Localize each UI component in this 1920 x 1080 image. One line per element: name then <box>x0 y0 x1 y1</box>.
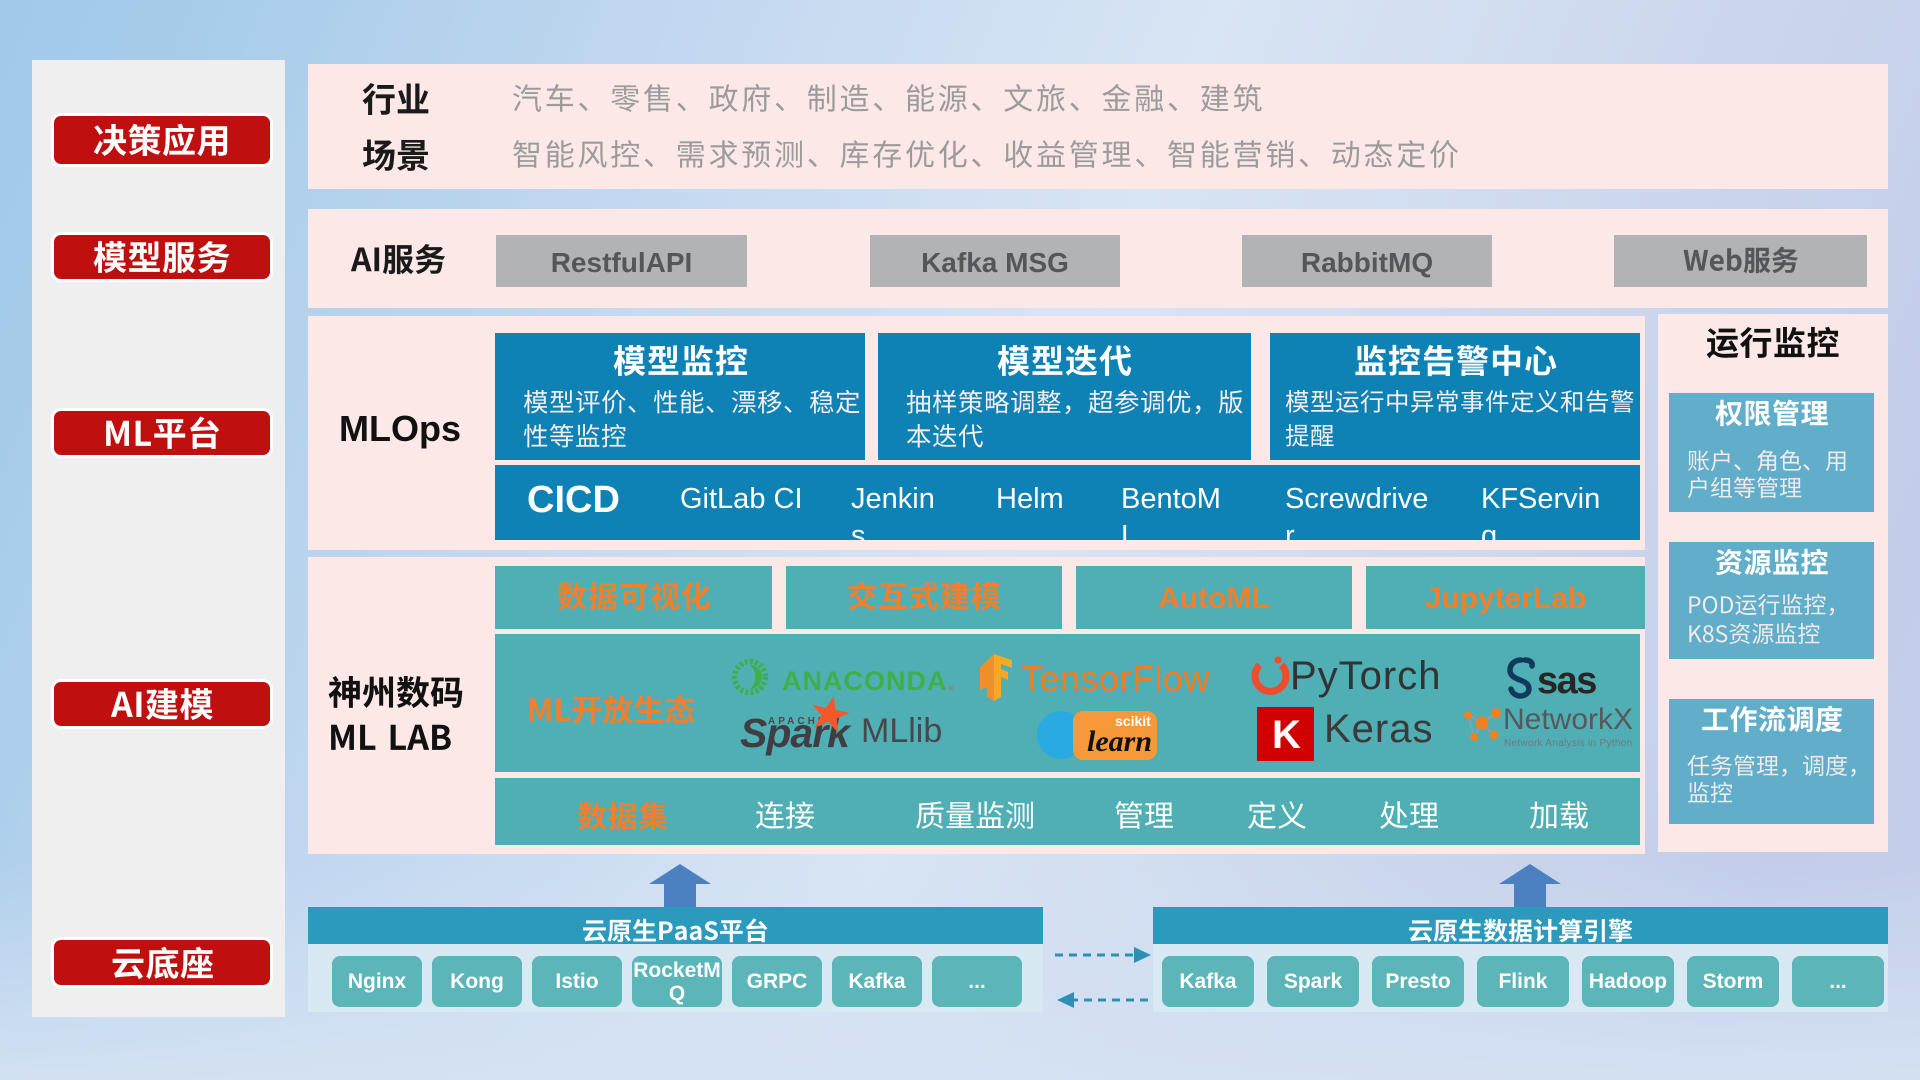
svg-text:K: K <box>1272 713 1301 757</box>
svg-text:TensorFlow: TensorFlow <box>1021 658 1211 699</box>
svg-text:PyTorch: PyTorch <box>1290 654 1442 698</box>
svg-text:Network Analysis in Python: Network Analysis in Python <box>1504 738 1632 749</box>
svg-text:sas: sas <box>1537 660 1596 702</box>
svg-text:scikit: scikit <box>1115 713 1151 729</box>
svg-text:ANACONDA.: ANACONDA. <box>782 666 956 696</box>
svg-text:NetworkX: NetworkX <box>1503 703 1633 736</box>
svg-text:MLlib: MLlib <box>861 712 942 750</box>
svg-text:Keras: Keras <box>1324 707 1434 751</box>
svg-text:learn: learn <box>1087 725 1152 758</box>
svg-text:APACHE: APACHE <box>768 716 827 727</box>
